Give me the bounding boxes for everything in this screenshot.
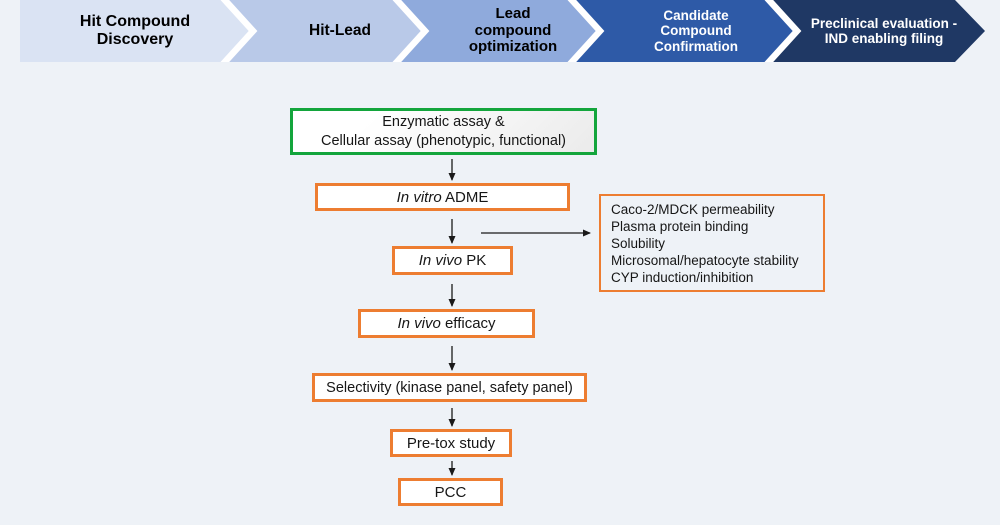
box-pretox-study: Pre-tox study bbox=[390, 429, 512, 457]
assay-line-1: Enzymatic assay & bbox=[382, 113, 505, 130]
stage-shape-lead-compound-optimization bbox=[395, 0, 600, 62]
box-pcc-text: PCC bbox=[434, 483, 467, 501]
pipeline-chevron-bar bbox=[20, 0, 985, 62]
side-item-cyp: CYP induction/inhibition bbox=[611, 270, 754, 285]
efficacy-italic-text: In vivo bbox=[397, 315, 441, 332]
pk-italic-text: In vivo bbox=[418, 252, 463, 269]
assay-line-2: Cellular assay (phenotypic, functional) bbox=[320, 132, 566, 149]
box-pcc: PCC bbox=[398, 478, 503, 506]
box-enzymatic-cellular-assay: Enzymatic assay & Cellular assay (phenot… bbox=[290, 108, 597, 155]
box-in-vitro-adme-text: In vitro ADME bbox=[397, 189, 489, 206]
box-pretox-study-text: Pre-tox study bbox=[406, 434, 496, 452]
box-in-vitro-adme: In vitro ADME bbox=[315, 183, 570, 211]
box-selectivity: Selectivity (kinase panel, safety panel) bbox=[312, 373, 587, 402]
adme-assay-list-panel: Caco-2/MDCK permeability Plasma protein … bbox=[599, 194, 825, 292]
adme-italic-text: In vitro bbox=[396, 188, 442, 206]
stage-shape-preclinical-evaluation bbox=[767, 0, 985, 62]
stage-separator-1 bbox=[220, 0, 258, 62]
stage-shape-hit-lead bbox=[223, 0, 425, 62]
box-in-vivo-efficacy-text: In vivo efficacy bbox=[397, 315, 495, 332]
stage-separator-3 bbox=[567, 0, 605, 62]
box-enzymatic-cellular-assay-text: Enzymatic assay & Cellular assay (phenot… bbox=[321, 113, 566, 150]
efficacy-rest-text: efficacy bbox=[440, 315, 496, 332]
adme-rest-text: ADME bbox=[441, 188, 489, 206]
pk-rest-text: PK bbox=[462, 252, 487, 269]
box-in-vivo-pk-text: In vivo PK bbox=[419, 252, 487, 269]
box-in-vivo-pk: In vivo PK bbox=[392, 246, 513, 275]
side-item-caco2: Caco-2/MDCK permeability bbox=[611, 202, 775, 217]
box-in-vivo-efficacy: In vivo efficacy bbox=[358, 309, 535, 338]
box-selectivity-text: Selectivity (kinase panel, safety panel) bbox=[326, 379, 573, 396]
side-item-plasma-protein: Plasma protein binding bbox=[611, 219, 749, 234]
stage-separator-4 bbox=[764, 0, 802, 62]
stage-shape-hit-compound-discovery bbox=[20, 0, 253, 62]
side-item-solubility: Solubility bbox=[611, 236, 666, 251]
stage-shape-candidate-compound-confirmation bbox=[570, 0, 797, 62]
side-item-microsomal-stability: Microsomal/hepatocyte stability bbox=[611, 253, 799, 268]
stage-separator-2 bbox=[392, 0, 430, 62]
